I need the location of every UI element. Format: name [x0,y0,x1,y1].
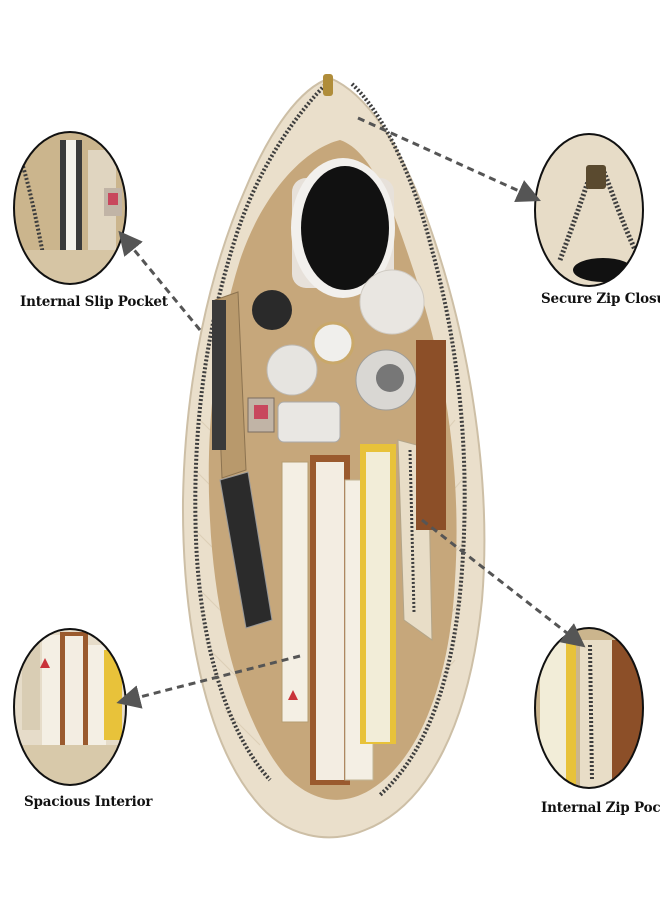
clear-jar [266,344,318,396]
arrow-spacious-interior [116,654,301,709]
book-logo [288,690,298,700]
bag-main [181,74,486,839]
inset-internal-zip-pocket [534,627,644,789]
label-spacious-interior: Spacious Interior [24,794,153,810]
label-internal-zip-pocket: Internal Zip Pocket [541,800,660,816]
inset-slip-pocket [13,131,127,285]
metal-jar-cap [376,364,404,392]
arrow-internal-zip-pocket [421,518,586,648]
cylinder-container [291,158,395,298]
small-jar [311,321,355,365]
phone [219,471,273,629]
zipper-right [350,82,467,797]
zip-pull [323,74,333,96]
travel-adapter [277,401,341,443]
inset-zip-closure [534,133,644,287]
white-jar [359,269,425,335]
label-secure-zip-closure: Secure Zip Closure [541,291,660,307]
black-compact [252,290,292,330]
phone-in-pocket [212,300,226,450]
label-internal-slip-pocket: Internal Slip Pocket [20,294,168,310]
lipstick-tip [254,405,268,419]
book-white-1 [281,461,309,723]
zip-pocket-zipper [408,449,416,613]
wallet [416,340,446,530]
callout-arrows [116,116,586,709]
books [281,444,396,785]
zipper-left [193,80,330,782]
inset-spacious-interior [13,628,127,786]
book-brown-pages [316,462,344,780]
book-yellow-pages [366,452,390,742]
arrow-zip-closure [357,116,541,202]
arrow-slip-pocket [118,230,202,331]
